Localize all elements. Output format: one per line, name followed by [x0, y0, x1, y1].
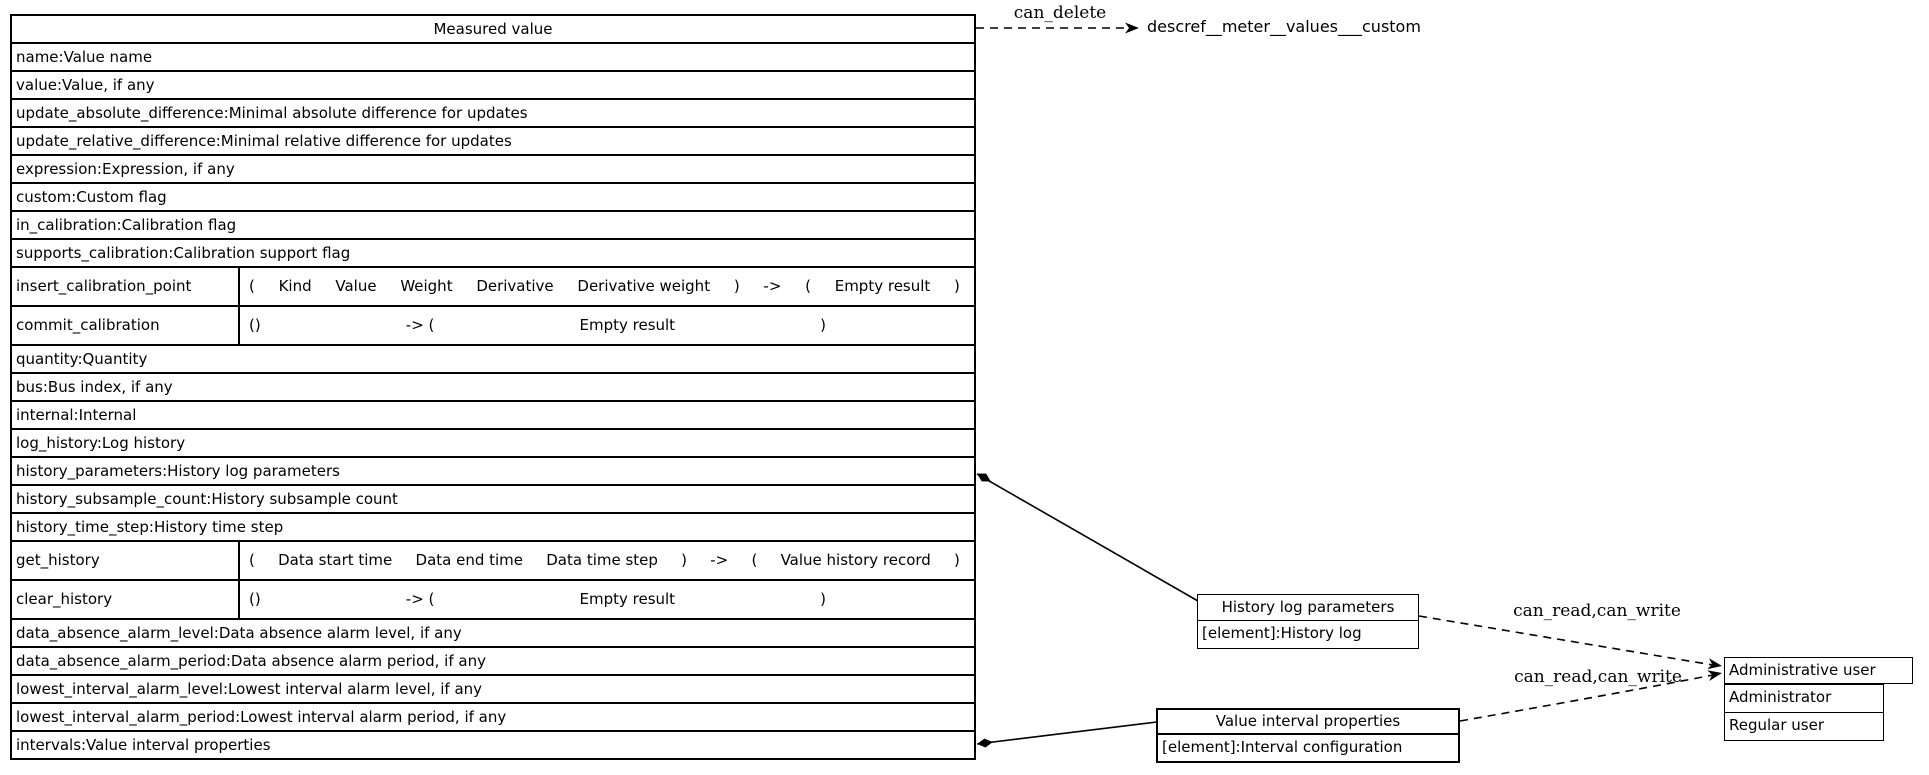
- signature-token: ): [681, 551, 688, 569]
- method-signature: () -> ( Empty result): [240, 307, 974, 344]
- signature-token: Value: [335, 277, 377, 295]
- arrowhead-bottom-icon: [1707, 670, 1722, 681]
- table-method-row: insert_calibration_point ( Kind Value Weight…: [12, 266, 974, 305]
- table-row: log_history:Log history: [12, 428, 974, 456]
- node-field: Administrator: [1729, 688, 1832, 706]
- method-name: clear_history: [12, 581, 240, 618]
- edge-read-write-top: [1418, 615, 1714, 666]
- node-field: Regular user: [1725, 712, 1883, 740]
- signature-token: Empty result: [834, 277, 931, 295]
- signature-token: Empty result: [579, 590, 676, 608]
- edge-read-write-bottom: [1459, 674, 1714, 722]
- administrative-user-node-body: Administrator Regular user: [1724, 684, 1884, 741]
- signature-token: -> (: [405, 590, 435, 608]
- signature-token: ): [954, 551, 960, 569]
- signature-token: Value history record: [780, 551, 931, 569]
- signature-token: ->: [710, 551, 729, 569]
- history-log-parameters-node: History log parameters [element]:History…: [1197, 594, 1419, 649]
- table-row: expression:Expression, if any: [12, 154, 974, 182]
- arrowhead-top-icon: [1707, 658, 1722, 670]
- table-row: lowest_interval_alarm_period:Lowest inte…: [12, 702, 974, 730]
- table-row: custom:Custom flag: [12, 182, 974, 210]
- table-method-row: clear_history () -> ( Empty result): [12, 579, 974, 618]
- signature-token: Data end time: [415, 551, 524, 569]
- table-method-row: commit_calibration () -> ( Empty result): [12, 305, 974, 344]
- table-row: update_relative_difference:Minimal relat…: [12, 126, 974, 154]
- edge-label-can-delete: can_delete: [1013, 3, 1107, 23]
- table-row: supports_calibration:Calibration support…: [12, 238, 974, 266]
- table-row: internal:Internal: [12, 400, 974, 428]
- signature-token: (: [249, 551, 255, 569]
- method-name: commit_calibration: [12, 307, 240, 344]
- table-row: value:Value, if any: [12, 70, 974, 98]
- value-interval-properties-node: Value interval properties [element]:Inte…: [1156, 708, 1460, 763]
- table-row: data_absence_alarm_level:Data absence al…: [12, 618, 974, 646]
- table-row: bus:Bus index, if any: [12, 372, 974, 400]
- edge-label-read-write-bottom: can_read,can_write: [1514, 667, 1682, 687]
- signature-token: Data time step: [546, 551, 658, 569]
- signature-token: Data start time: [278, 551, 393, 569]
- signature-token: (: [805, 277, 811, 295]
- signature-token: (: [751, 551, 758, 569]
- table-row: history_time_step:History time step: [12, 512, 974, 540]
- signature-token: ->: [763, 277, 782, 295]
- table-row: lowest_interval_alarm_level:Lowest inter…: [12, 674, 974, 702]
- administrative-user-node-title: Administrative user: [1724, 657, 1913, 684]
- signature-token: ): [954, 277, 960, 295]
- edge-intervals: [976, 721, 1158, 745]
- signature-token: Kind: [278, 277, 312, 295]
- table-row: history_subsample_count:History subsampl…: [12, 484, 974, 512]
- signature-token: -> (: [405, 316, 435, 334]
- method-signature: ( Kind Value Weight Derivative Derivative wei…: [240, 268, 974, 305]
- signature-token: (): [249, 316, 261, 334]
- method-name: insert_calibration_point: [12, 268, 240, 305]
- signature-token: (): [249, 590, 261, 608]
- table-row: update_absolute_difference:Minimal absol…: [12, 98, 974, 126]
- signature-token: Derivative: [476, 277, 554, 295]
- node-field: [element]:History log: [1198, 620, 1418, 648]
- external-reference-label: descref__meter__values___custom: [1147, 17, 1421, 36]
- table-row: history_parameters:History log parameter…: [12, 456, 974, 484]
- signature-token: Derivative weight: [577, 277, 711, 295]
- measured-value-title: Measured value: [433, 20, 553, 38]
- node-field: [element]:Interval configuration: [1158, 733, 1458, 761]
- signature-token: ): [820, 316, 826, 334]
- table-row: in_calibration:Calibration flag: [12, 210, 974, 238]
- edge-history-parameters: [976, 473, 1199, 602]
- signature-token: ): [733, 277, 740, 295]
- arrowhead-can-delete-icon: [1125, 22, 1139, 34]
- node-title: History log parameters: [1221, 598, 1395, 616]
- method-signature: () -> ( Empty result): [240, 581, 974, 618]
- diamond-intervals-icon: [977, 738, 993, 748]
- diamond-history-icon: [977, 473, 991, 482]
- signature-token: Empty result: [579, 316, 676, 334]
- table-row: data_absence_alarm_period:Data absence a…: [12, 646, 974, 674]
- signature-token: Weight: [400, 277, 453, 295]
- table-row: quantity:Quantity: [12, 344, 974, 372]
- signature-token: (: [249, 277, 255, 295]
- node-title: Value interval properties: [1215, 712, 1401, 730]
- method-signature: ( Data start time Data end time Data time s…: [240, 542, 974, 579]
- table-row: intervals:Value interval properties: [12, 730, 974, 758]
- method-name: get_history: [12, 542, 240, 579]
- table-row: name:Value name: [12, 42, 974, 70]
- signature-token: ): [820, 590, 826, 608]
- edge-label-read-write-top: can_read,can_write: [1513, 601, 1681, 621]
- table-method-row: get_history ( Data start time Data end time…: [12, 540, 974, 579]
